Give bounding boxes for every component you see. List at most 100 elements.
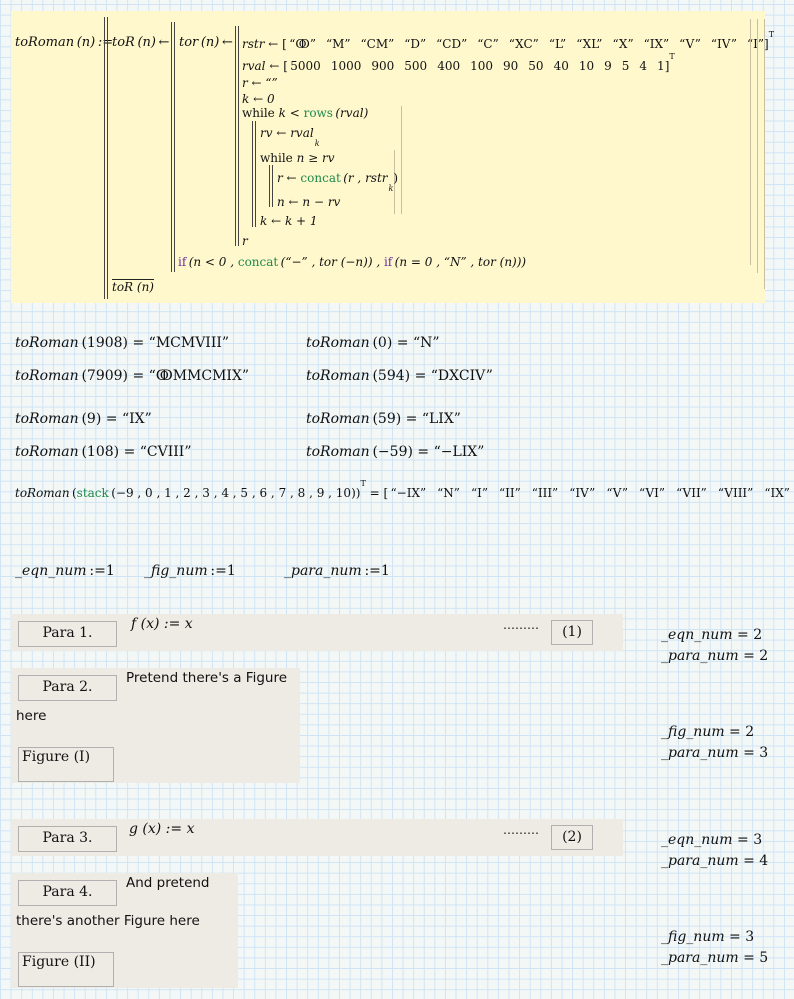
para3-eq-number: (2) — [551, 825, 593, 850]
rstr-list-item: “IX” — [643, 37, 670, 51]
rstr-list-item: “X” — [612, 37, 634, 51]
result-arg: (108) = — [78, 444, 140, 460]
result-fn: toRoman — [15, 368, 79, 384]
rval-list-item: 90 — [503, 59, 519, 73]
para4-label: Para 4. — [18, 880, 117, 906]
rstr-list-item: “CD” — [436, 37, 468, 51]
rstr-vector: “ↂ”“M”“CM”“D”“CD”“C”“XC”“L”“XL”“X”“IX”“V… — [289, 37, 764, 51]
rstr-list-item: “M” — [325, 37, 351, 51]
rval-list-item: 100 — [470, 59, 493, 73]
result-value: “DXCIV” — [430, 368, 493, 384]
toroman-result[interactable]: toRoman (108) = “CVIII” — [15, 444, 191, 460]
return-r: r — [242, 234, 248, 248]
toR-definition: toR (n) ← — [112, 35, 170, 50]
rval-list-item: 5 — [621, 59, 630, 73]
result-arg: (594) = — [369, 368, 431, 384]
result-value: “IX” — [121, 411, 152, 427]
rval-list-item: 1 — [657, 59, 665, 73]
counter-value[interactable]: _para_num = 4 — [661, 853, 769, 869]
function-name: toRoman — [15, 35, 75, 50]
toroman-result[interactable]: toRoman (7909) = “ↂMMCMIX” — [15, 368, 249, 384]
inner-while-bracket — [394, 150, 395, 214]
counter-value[interactable]: _eqn_num = 2 — [661, 627, 763, 643]
rval-list-item: 500 — [404, 59, 428, 73]
result-arg: (1908) = — [78, 335, 149, 351]
stack-result-item: “I” — [470, 486, 488, 500]
counter-value[interactable]: _fig_num = 3 — [661, 929, 755, 945]
fig-num-init[interactable]: _fig_num :=1 — [144, 563, 236, 579]
k-init: k ← 0 — [242, 92, 275, 106]
toroman-result[interactable]: toRoman (0) = “N” — [306, 335, 440, 351]
while-body-bracket — [401, 106, 402, 214]
rval-list-item: 1000 — [330, 59, 362, 73]
rstr-list-item: “XL” — [576, 37, 603, 51]
toroman-result[interactable]: toRoman (−59) = “−LIX” — [306, 444, 484, 460]
k-update: k ← k + 1 — [260, 214, 318, 228]
if-keyword: if — [178, 255, 187, 269]
rstr-list-item: “IV” — [710, 37, 738, 51]
rval-list-item: 40 — [553, 59, 569, 73]
para3-equation[interactable]: g (x) := x — [129, 821, 195, 837]
rows-function: rows — [303, 106, 333, 120]
toroman-definition[interactable]: toRoman (n) := — [15, 35, 114, 50]
result-fn: toRoman — [15, 444, 79, 460]
concat-function: concat — [300, 171, 341, 185]
rstr-list-item: “C” — [477, 37, 499, 51]
result-fn: toRoman — [15, 411, 79, 427]
result-fn: toRoman — [15, 335, 79, 351]
result-fn: toRoman — [306, 368, 370, 384]
figure-1-label: Figure (I) — [18, 747, 114, 782]
rstr-list-item: “CM” — [360, 37, 395, 51]
rstr-assignment: rstr ← [ “ↂ”“M”“CM”“D”“CD”“C”“XC”“L”“XL”… — [242, 30, 775, 51]
toroman-result[interactable]: toRoman (1908) = “MCMVIII” — [15, 335, 229, 351]
result-value: “N” — [412, 335, 440, 351]
stack-result-item: “VII” — [676, 486, 707, 500]
counter-value[interactable]: _para_num = 2 — [661, 648, 769, 664]
inner-while-bar — [269, 165, 273, 207]
result-arg: (59) = — [369, 411, 422, 427]
stack-result-vector: “−IX”“N”“I”“II”“III”“IV”“V”“VI”“VII”“VII… — [391, 486, 794, 500]
toroman-result[interactable]: toRoman (9) = “IX” — [15, 411, 152, 427]
toroman-result[interactable]: toRoman (59) = “LIX” — [306, 411, 461, 427]
result-fn: toRoman — [306, 335, 370, 351]
stack-result-item: “II” — [498, 486, 521, 500]
para4-text-line1: And pretend — [126, 875, 210, 891]
stack-result-item: “VIII” — [717, 486, 754, 500]
para1-equation[interactable]: f (x) := x — [131, 616, 193, 632]
result-value: “ↂMMCMIX” — [148, 368, 250, 384]
rval-list-item: 9 — [604, 59, 612, 73]
region-bracket-2 — [757, 19, 758, 273]
function-arg: n — [81, 35, 91, 50]
rval-list-item: 900 — [371, 59, 395, 73]
rval-list-item: 4 — [639, 59, 648, 73]
result-arg: (−59) = — [369, 444, 434, 460]
rstr-list-item: “V” — [679, 37, 701, 51]
counter-value[interactable]: _eqn_num = 3 — [661, 832, 763, 848]
counter-value[interactable]: _para_num = 3 — [661, 745, 769, 761]
stack-result-item: “III” — [531, 486, 559, 500]
toroman-result[interactable]: toRoman (594) = “DXCIV” — [306, 368, 493, 384]
result-fn: toRoman — [306, 444, 370, 460]
eqn-num-init[interactable]: _eqn_num :=1 — [15, 563, 115, 579]
toroman-program-region[interactable] — [11, 11, 765, 303]
rstr-list-item: “D” — [404, 37, 427, 51]
stack-evaluation[interactable]: toRoman (stack (−9 , 0 , 1 , 2 , 3 , 4 ,… — [15, 479, 794, 500]
result-value: “CVIII” — [139, 444, 192, 460]
stack-result-item: “IV” — [569, 486, 596, 500]
region-bracket-1 — [750, 19, 751, 265]
para2-text-line2: here — [16, 708, 47, 724]
figure-2-label: Figure (II) — [18, 952, 114, 987]
stack-result-item: “V” — [606, 486, 629, 500]
para-num-init[interactable]: _para_num :=1 — [284, 563, 390, 579]
result-fn: toRoman — [306, 411, 370, 427]
counter-value[interactable]: _fig_num = 2 — [661, 724, 755, 740]
result-arg: (7909) = — [78, 368, 149, 384]
para2-text-line1: Pretend there's a Figure — [126, 670, 288, 686]
program-bar-outer — [104, 17, 108, 299]
vectorize-toR: toR (n) — [112, 279, 154, 294]
para2-label: Para 2. — [18, 675, 117, 701]
concat-assignment: r ← concat (r , rstrk) — [277, 171, 399, 194]
counter-value[interactable]: _para_num = 5 — [661, 950, 769, 966]
